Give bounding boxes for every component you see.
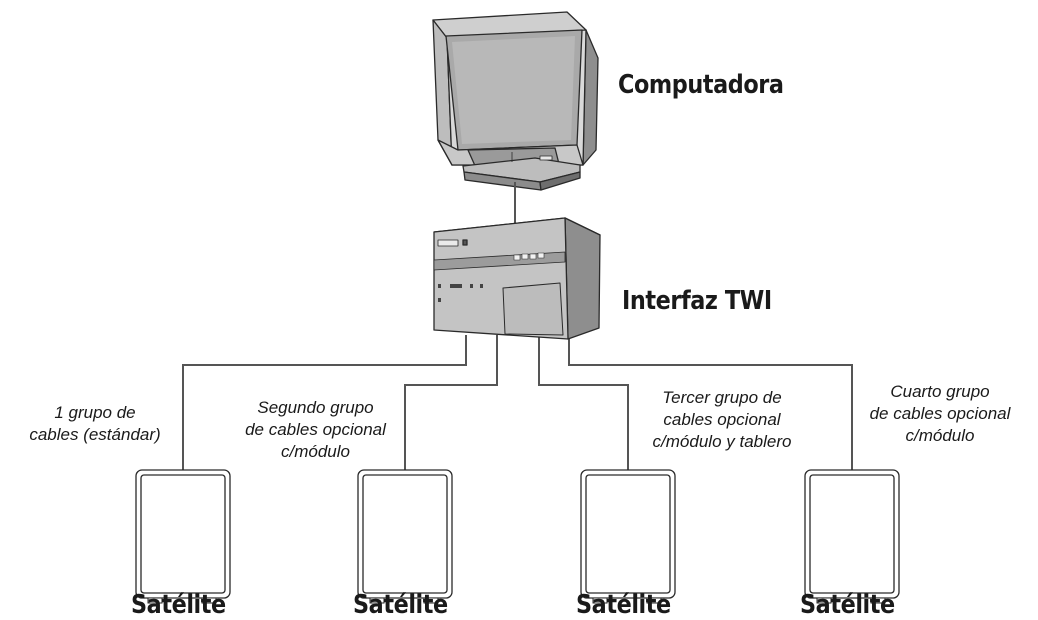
satellite-box-2 [357, 469, 453, 604]
cable-satellite-2 [404, 335, 498, 470]
cable-note-1: 1 grupo de cables (estándar) [10, 402, 180, 446]
satellite-label-1: Satélite [131, 590, 226, 620]
cable-note-3-line-3: c/módulo y tablero [652, 432, 792, 451]
cable-lines [182, 182, 853, 470]
cable-note-1-line-1: 1 grupo de [54, 403, 136, 422]
cable-note-4-line-1: Cuarto grupo [890, 382, 990, 401]
cable-note-3: Tercer grupo de cables opcional c/módulo… [632, 387, 812, 453]
computer-icon [432, 11, 599, 191]
satellite-label-3: Satélite [576, 590, 671, 620]
cable-note-3-line-1: Tercer grupo de [662, 388, 782, 407]
cable-note-4-line-2: de cables opcional [869, 404, 1011, 423]
computer-label: Computadora [618, 70, 784, 100]
satellite-label-2: Satélite [353, 590, 448, 620]
satellite-box-1 [135, 469, 231, 604]
cable-note-2: Segundo grupo de cables opcional c/módul… [228, 397, 403, 463]
cable-satellite-4 [568, 335, 853, 470]
cable-note-4: Cuarto grupo de cables opcional c/módulo [860, 381, 1020, 447]
satellite-box-3 [580, 469, 676, 604]
interface-label: Interfaz TWI [622, 286, 772, 316]
cable-note-2-line-1: Segundo grupo [257, 398, 374, 417]
cable-note-4-line-3: c/módulo [905, 426, 975, 445]
satellite-box-4 [804, 469, 900, 604]
cable-note-3-line-2: cables opcional [663, 410, 781, 429]
cable-satellite-1 [182, 335, 467, 470]
cable-satellite-3 [538, 335, 629, 470]
satellite-label-4: Satélite [800, 590, 895, 620]
interface-twi-icon [433, 217, 601, 340]
cable-note-2-line-2: de cables opcional [245, 420, 386, 439]
cable-note-2-line-3: c/módulo [281, 442, 350, 461]
cable-note-1-line-2: cables (estándar) [29, 425, 161, 444]
